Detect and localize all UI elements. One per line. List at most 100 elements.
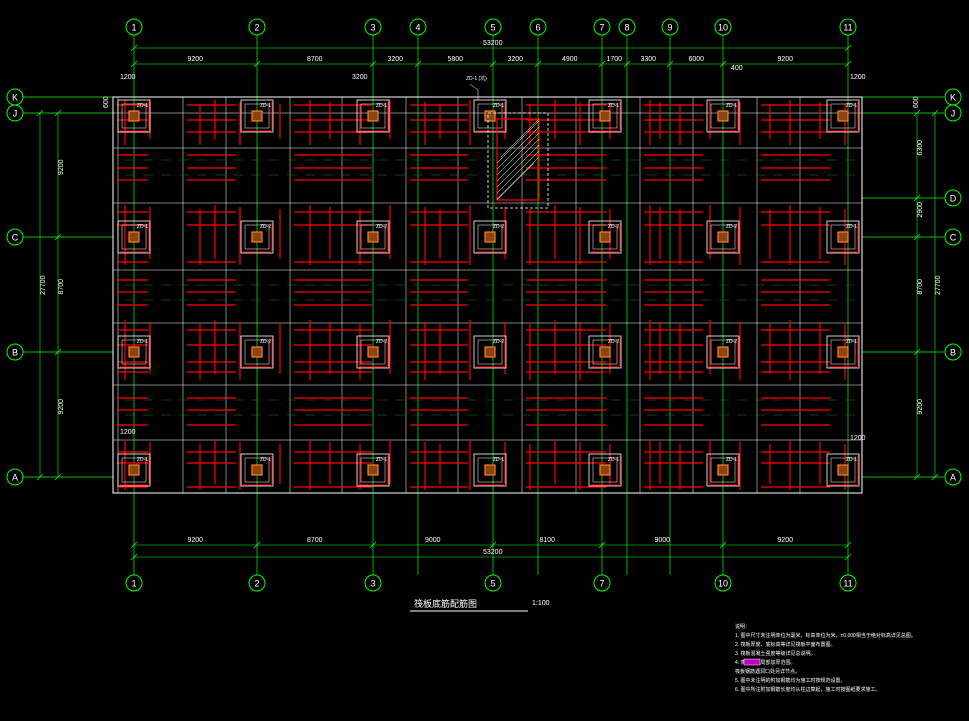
axis-bubble-bottom-7-label: 7 [599,579,604,589]
axis-bubble-top-5: 5 [484,18,502,36]
pit-outline [487,112,549,209]
pile-cap-inner [710,339,736,365]
axis-bubble-bottom-5-label: 5 [490,579,495,589]
pile-cap-label: ZD-2 [376,339,387,345]
axis-bubble-top-1: 1 [125,18,143,36]
dim-left-seg-tick-2 [54,348,62,356]
column-block [128,110,140,122]
pit-hatch-line [496,150,540,194]
general-notes: 说明： 1. 图中尺寸未注明单位为毫米，标高单位为米，±0.000相当于绝对标高… [735,623,916,693]
dim-top-seg-label-9: 9200 [778,56,794,63]
axis-bubble-left-J: J [6,104,24,122]
pile-cap-label: ZD-1 [726,457,737,463]
axis-bubble-bottom-10-circle [714,574,732,592]
axis-bubble-top-2: 2 [248,18,266,36]
pile-cap-2-3: ZD-2 [473,335,507,369]
column-block [837,464,849,476]
dim-left-total-tick-0 [36,109,44,117]
column-block [717,346,729,358]
dim-right-seg-tick-0 [913,109,921,117]
note-5: 5. 图中未注明的附加钢筋均为施工时按规范设置。 [735,677,846,684]
pile-cap-label: ZD-1 [608,103,619,109]
axis-bubble-right-C-label: C [950,233,957,243]
dim-top-seg-tick-10 [844,60,852,68]
pile-cap-outline [826,99,860,133]
column-block [128,464,140,476]
axis-bubble-right-A-circle [944,468,962,486]
pit-hatch-area: ZD-1 (坑) [466,75,549,209]
dim-top-seg-label-7: 3300 [641,56,657,63]
pile-cap-label: ZD-1 [726,103,737,109]
axis-bubble-right-J-circle [944,104,962,122]
axis-bubble-top-10-label: 10 [718,23,728,33]
pile-cap-outline [117,453,151,487]
pile-cap-0-3: ZD-1 [473,99,507,133]
pile-cap-inner [244,339,270,365]
pile-cap-1-3: ZD-2 [473,220,507,254]
rebar-layer [117,100,855,490]
axis-bubble-top-4-label: 4 [415,23,420,33]
pile-cap-label: ZD-1 [376,103,387,109]
axis-bubble-bottom-11: 11 [839,574,857,592]
axis-bubble-right-D: D [944,189,962,207]
axis-bubble-top-9-label: 9 [667,23,672,33]
axis-bubble-left-B-circle [6,343,24,361]
pile-cap-inner [360,339,386,365]
axis-bubble-top-8: 8 [618,18,636,36]
axis-bubble-top-3: 3 [364,18,382,36]
pile-cap-inner [121,103,147,129]
dim-top-seg-tick-1 [253,60,261,68]
pile-cap-inner [592,457,618,483]
dim-top-small-3: 400 [731,65,743,72]
dim-bot-total-tick-1 [844,553,852,561]
dim-right-seg-label-0: 6300 [917,140,924,156]
pile-cap-outline [356,220,390,254]
axis-bubble-bottom-10: 10 [714,574,732,592]
axis-bubble-left-C: C [6,228,24,246]
axis-bubble-top-10-circle [714,18,732,36]
pile-cap-label: ZD-1 [260,457,271,463]
pile-cap-2-0: ZD-1 [117,335,151,369]
pile-cap-label: ZD-2 [493,224,504,230]
dim-bot-seg-tick-2 [369,541,377,549]
pile-cap-2-1: ZD-2 [240,335,274,369]
axis-bubble-top-6-circle [529,18,547,36]
pile-cap-3-6: ZD-1 [826,453,860,487]
dim-bot-total-tick-0 [130,553,138,561]
dim-top-small-0: 1200 [120,74,136,81]
pile-cap-inner [710,103,736,129]
dim-corner-small-1: 1200 [850,435,866,442]
axis-bubble-top-2-label: 2 [254,23,259,33]
axis-bubble-bottom-11-circle [839,574,857,592]
pile-cap-inner [244,224,270,250]
column-block [837,110,849,122]
pile-cap-2-5: ZD-2 [706,335,740,369]
axis-bubble-right-K-label: K [950,93,956,103]
axis-bubble-left-A-circle [6,468,24,486]
axis-bubble-bottom-5-circle [484,574,502,592]
axis-bubble-right-C: C [944,228,962,246]
axis-bubble-bottom-5: 5 [484,574,502,592]
pile-cap-label: ZD-1 [137,457,148,463]
pile-cap-label: ZD-1 [846,224,857,230]
pile-cap-label: ZD-1 [493,457,504,463]
dim-top-seg-tick-4 [489,60,497,68]
pile-cap-outline [240,335,274,369]
pile-cap-inner [830,224,856,250]
pile-cap-3-5: ZD-1 [706,453,740,487]
dim-right-total-tick-0 [931,109,939,117]
axis-bubble-top-9: 9 [661,18,679,36]
pile-cap-inner [477,457,503,483]
column-block [251,110,263,122]
pit-rebar-box [496,118,540,201]
note-4b: 筏板钢筋遇洞口处另详节点。 [735,668,800,675]
dim-top-seg-label-0: 9200 [188,56,204,63]
axis-bubble-left-C-label: C [12,233,19,243]
pile-cap-2-2: ZD-2 [356,335,390,369]
axis-bubble-bottom-7-circle [593,574,611,592]
axis-bubble-top-6: 6 [529,18,547,36]
note-2: 2. 筏板厚度、底标高等详见筏板平面布置图。 [735,641,836,648]
pile-cap-1-2: ZD-2 [356,220,390,254]
notes-title: 说明： [735,623,750,630]
dim-top-seg-tick-5 [534,60,542,68]
